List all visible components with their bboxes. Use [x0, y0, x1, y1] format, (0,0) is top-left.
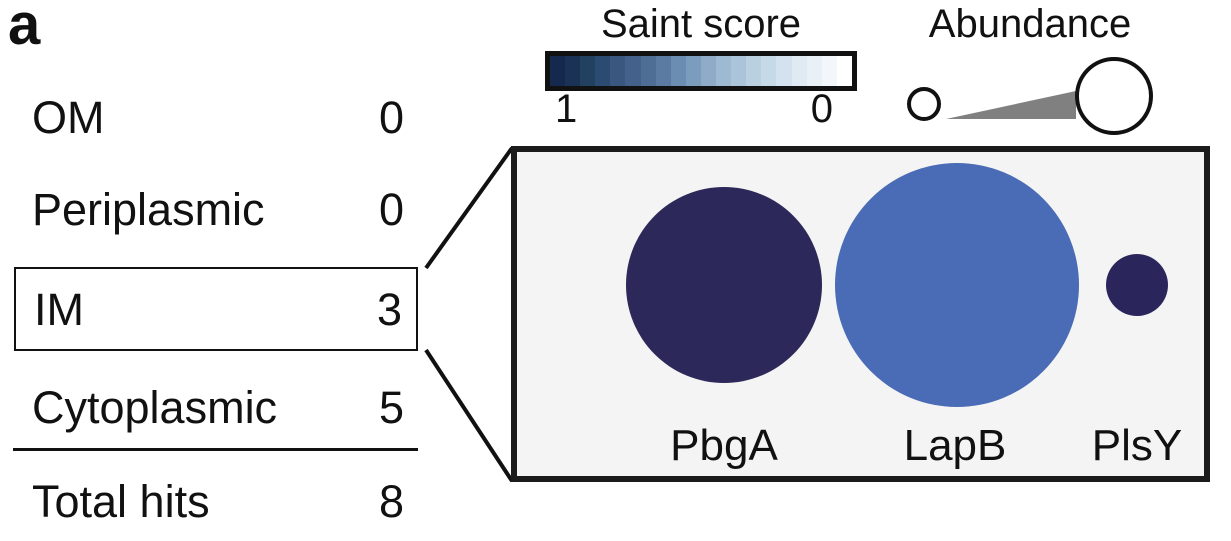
- table-row-im-highlighted[interactable]: IM 3: [14, 267, 418, 351]
- bubble-track: PbgA LapB PlsY: [517, 152, 1204, 476]
- table-row-periplasmic[interactable]: Periplasmic 0: [14, 178, 418, 240]
- bubble-item-lapb[interactable]: LapB: [835, 163, 1079, 471]
- colorbar-step-10: [700, 55, 717, 86]
- colorbar-step-15: [776, 55, 792, 86]
- row-count: 0: [378, 91, 404, 143]
- colorbar-step-18: [821, 55, 837, 86]
- row-label: IM: [34, 283, 84, 335]
- abundance-legend-art: [890, 53, 1170, 139]
- table-row-om[interactable]: OM 0: [14, 86, 418, 148]
- panel-letter: a: [8, 0, 40, 57]
- bubble-label: PlsY: [1091, 421, 1183, 471]
- row-count: 8: [378, 475, 404, 527]
- row-label: Cytoplasmic: [32, 381, 278, 433]
- colorbar-tick-labels: 1 0: [545, 86, 857, 135]
- colorbar-tick-high: 1: [555, 86, 578, 131]
- colorbar-step-6: [640, 55, 656, 86]
- colorbar-step-14: [761, 55, 777, 86]
- table-row-total-hits[interactable]: Total hits 8: [14, 470, 418, 532]
- row-count: 0: [378, 183, 404, 235]
- colorbar-step-3: [595, 55, 611, 86]
- row-label: OM: [32, 91, 105, 143]
- saint-score-legend: Saint score 1 0: [545, 2, 857, 135]
- colorbar-step-13: [746, 55, 762, 86]
- row-label: Periplasmic: [32, 183, 265, 235]
- colorbar-step-0: [550, 55, 566, 86]
- colorbar-gradient: [550, 55, 852, 86]
- colorbar-step-4: [610, 55, 626, 86]
- abundance-legend: Abundance: [890, 2, 1170, 139]
- colorbar-step-1: [565, 55, 581, 86]
- colorbar-step-7: [655, 55, 671, 86]
- row-count: 3: [376, 283, 402, 335]
- colorbar-step-8: [670, 55, 686, 86]
- small-circle-icon: [907, 86, 941, 121]
- bubble-marker[interactable]: [1106, 254, 1168, 317]
- localization-table: OM 0 Periplasmic 0 IM 3 Cytoplasmic 5 To…: [0, 86, 430, 536]
- table-row-cytoplasmic[interactable]: Cytoplasmic 5: [14, 376, 418, 438]
- bubble-label: LapB: [903, 421, 1007, 471]
- bubble-label: PbgA: [670, 421, 778, 471]
- bubble-item-pbga[interactable]: PbgA: [604, 187, 844, 470]
- abundance-wedge-icon: [946, 90, 1076, 119]
- row-count: 5: [378, 381, 404, 433]
- row-label: Total hits: [32, 475, 210, 527]
- colorbar-step-17: [806, 55, 822, 86]
- abundance-legend-title: Abundance: [928, 2, 1132, 46]
- colorbar-step-9: [685, 55, 701, 86]
- colorbar-step-19: [836, 55, 852, 86]
- table-divider: [13, 448, 418, 451]
- bubble-marker[interactable]: [626, 187, 822, 384]
- saint-score-legend-title: Saint score: [600, 2, 802, 46]
- colorbar-tick-low: 0: [810, 86, 833, 131]
- large-circle-icon: [1075, 56, 1153, 135]
- im-hits-bubble-panel: PbgA LapB PlsY: [511, 146, 1210, 482]
- colorbar-step-2: [580, 55, 596, 86]
- colorbar-step-11: [716, 55, 732, 86]
- colorbar-step-16: [791, 55, 807, 86]
- bubble-marker[interactable]: [835, 163, 1079, 408]
- colorbar-step-5: [625, 55, 641, 86]
- saint-score-colorbar: [545, 50, 857, 91]
- bubble-item-plsy[interactable]: PlsY: [1017, 254, 1231, 470]
- colorbar-step-12: [731, 55, 747, 86]
